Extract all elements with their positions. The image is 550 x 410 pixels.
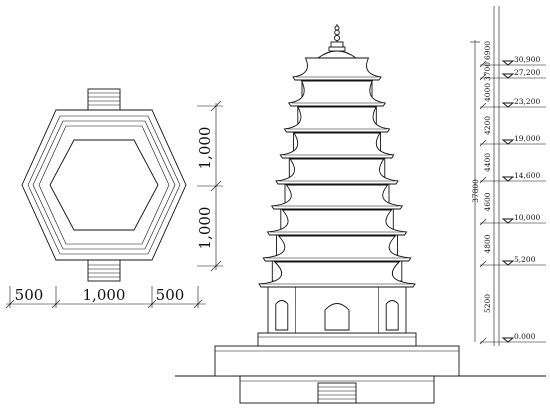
spire	[316, 24, 358, 59]
plan-dim-v-upper: 1,000	[196, 127, 214, 170]
tier-roof	[279, 132, 395, 159]
elevation-segment-label: 4000	[483, 83, 492, 102]
elevation-segment-label: 4400	[483, 153, 492, 172]
tier-window	[324, 303, 350, 331]
tier-roof	[262, 235, 412, 262]
elevation-segment-label: 6900	[483, 41, 492, 60]
elevation-segment-label: 4600	[483, 192, 492, 211]
elevation-segment-label: 5200	[483, 294, 492, 313]
plan-stair-top	[87, 88, 121, 112]
plan-inner-core	[49, 139, 159, 231]
elevation-level-label: 23,200	[514, 97, 540, 106]
elevation-level-label: 0.000	[514, 332, 536, 341]
plan-dim-h-left: 500	[15, 286, 44, 304]
elevation-dimensions: 37800 30,900 27,200 23,200 19,000 14,600 10,0…	[470, 6, 546, 346]
tier-roof	[258, 261, 416, 288]
elevation-level-label: 27,200	[514, 68, 540, 77]
front-stairs	[317, 382, 357, 404]
elevation-level-label: 30,900	[514, 55, 540, 64]
pagoda-tiers	[258, 57, 416, 334]
plan-dim-v-lower: 1,000	[196, 207, 214, 250]
total-height-label: 37800	[471, 179, 480, 203]
plan-stair-bottom	[87, 258, 121, 282]
tier-roof	[283, 106, 391, 133]
plan-outer-ring	[21, 109, 187, 261]
elevation-segment-label: 4200	[483, 116, 492, 135]
tier-window	[275, 300, 289, 331]
plan-horizontal-dimension: 500 1,000 500	[5, 286, 206, 309]
elevation-level-label: 10,000	[514, 213, 540, 222]
plan-dim-h-right: 500	[156, 286, 185, 304]
elevation-level-label: 14,600	[514, 171, 540, 180]
podium	[214, 345, 460, 377]
tier-roof	[275, 158, 399, 185]
pagoda-tier	[258, 261, 416, 334]
pagoda-elevation	[175, 24, 546, 404]
plan-vertical-dimension: 1,000 1,000	[196, 100, 223, 272]
tier-roof	[266, 209, 408, 236]
plan-dim-h-center: 1,000	[83, 286, 126, 304]
elevation-level-label: 19,000	[514, 134, 540, 143]
tier-window	[385, 300, 399, 331]
elevation-segment-label: 3700	[483, 62, 492, 81]
elevation-segment-label: 4800	[483, 234, 492, 253]
tier-roof	[270, 184, 404, 210]
hexagon-plan	[21, 88, 187, 282]
elevation-level-label: 5,200	[514, 255, 536, 264]
tier-roof	[292, 57, 382, 81]
base-platform	[257, 332, 417, 347]
tier-roof	[287, 80, 387, 107]
